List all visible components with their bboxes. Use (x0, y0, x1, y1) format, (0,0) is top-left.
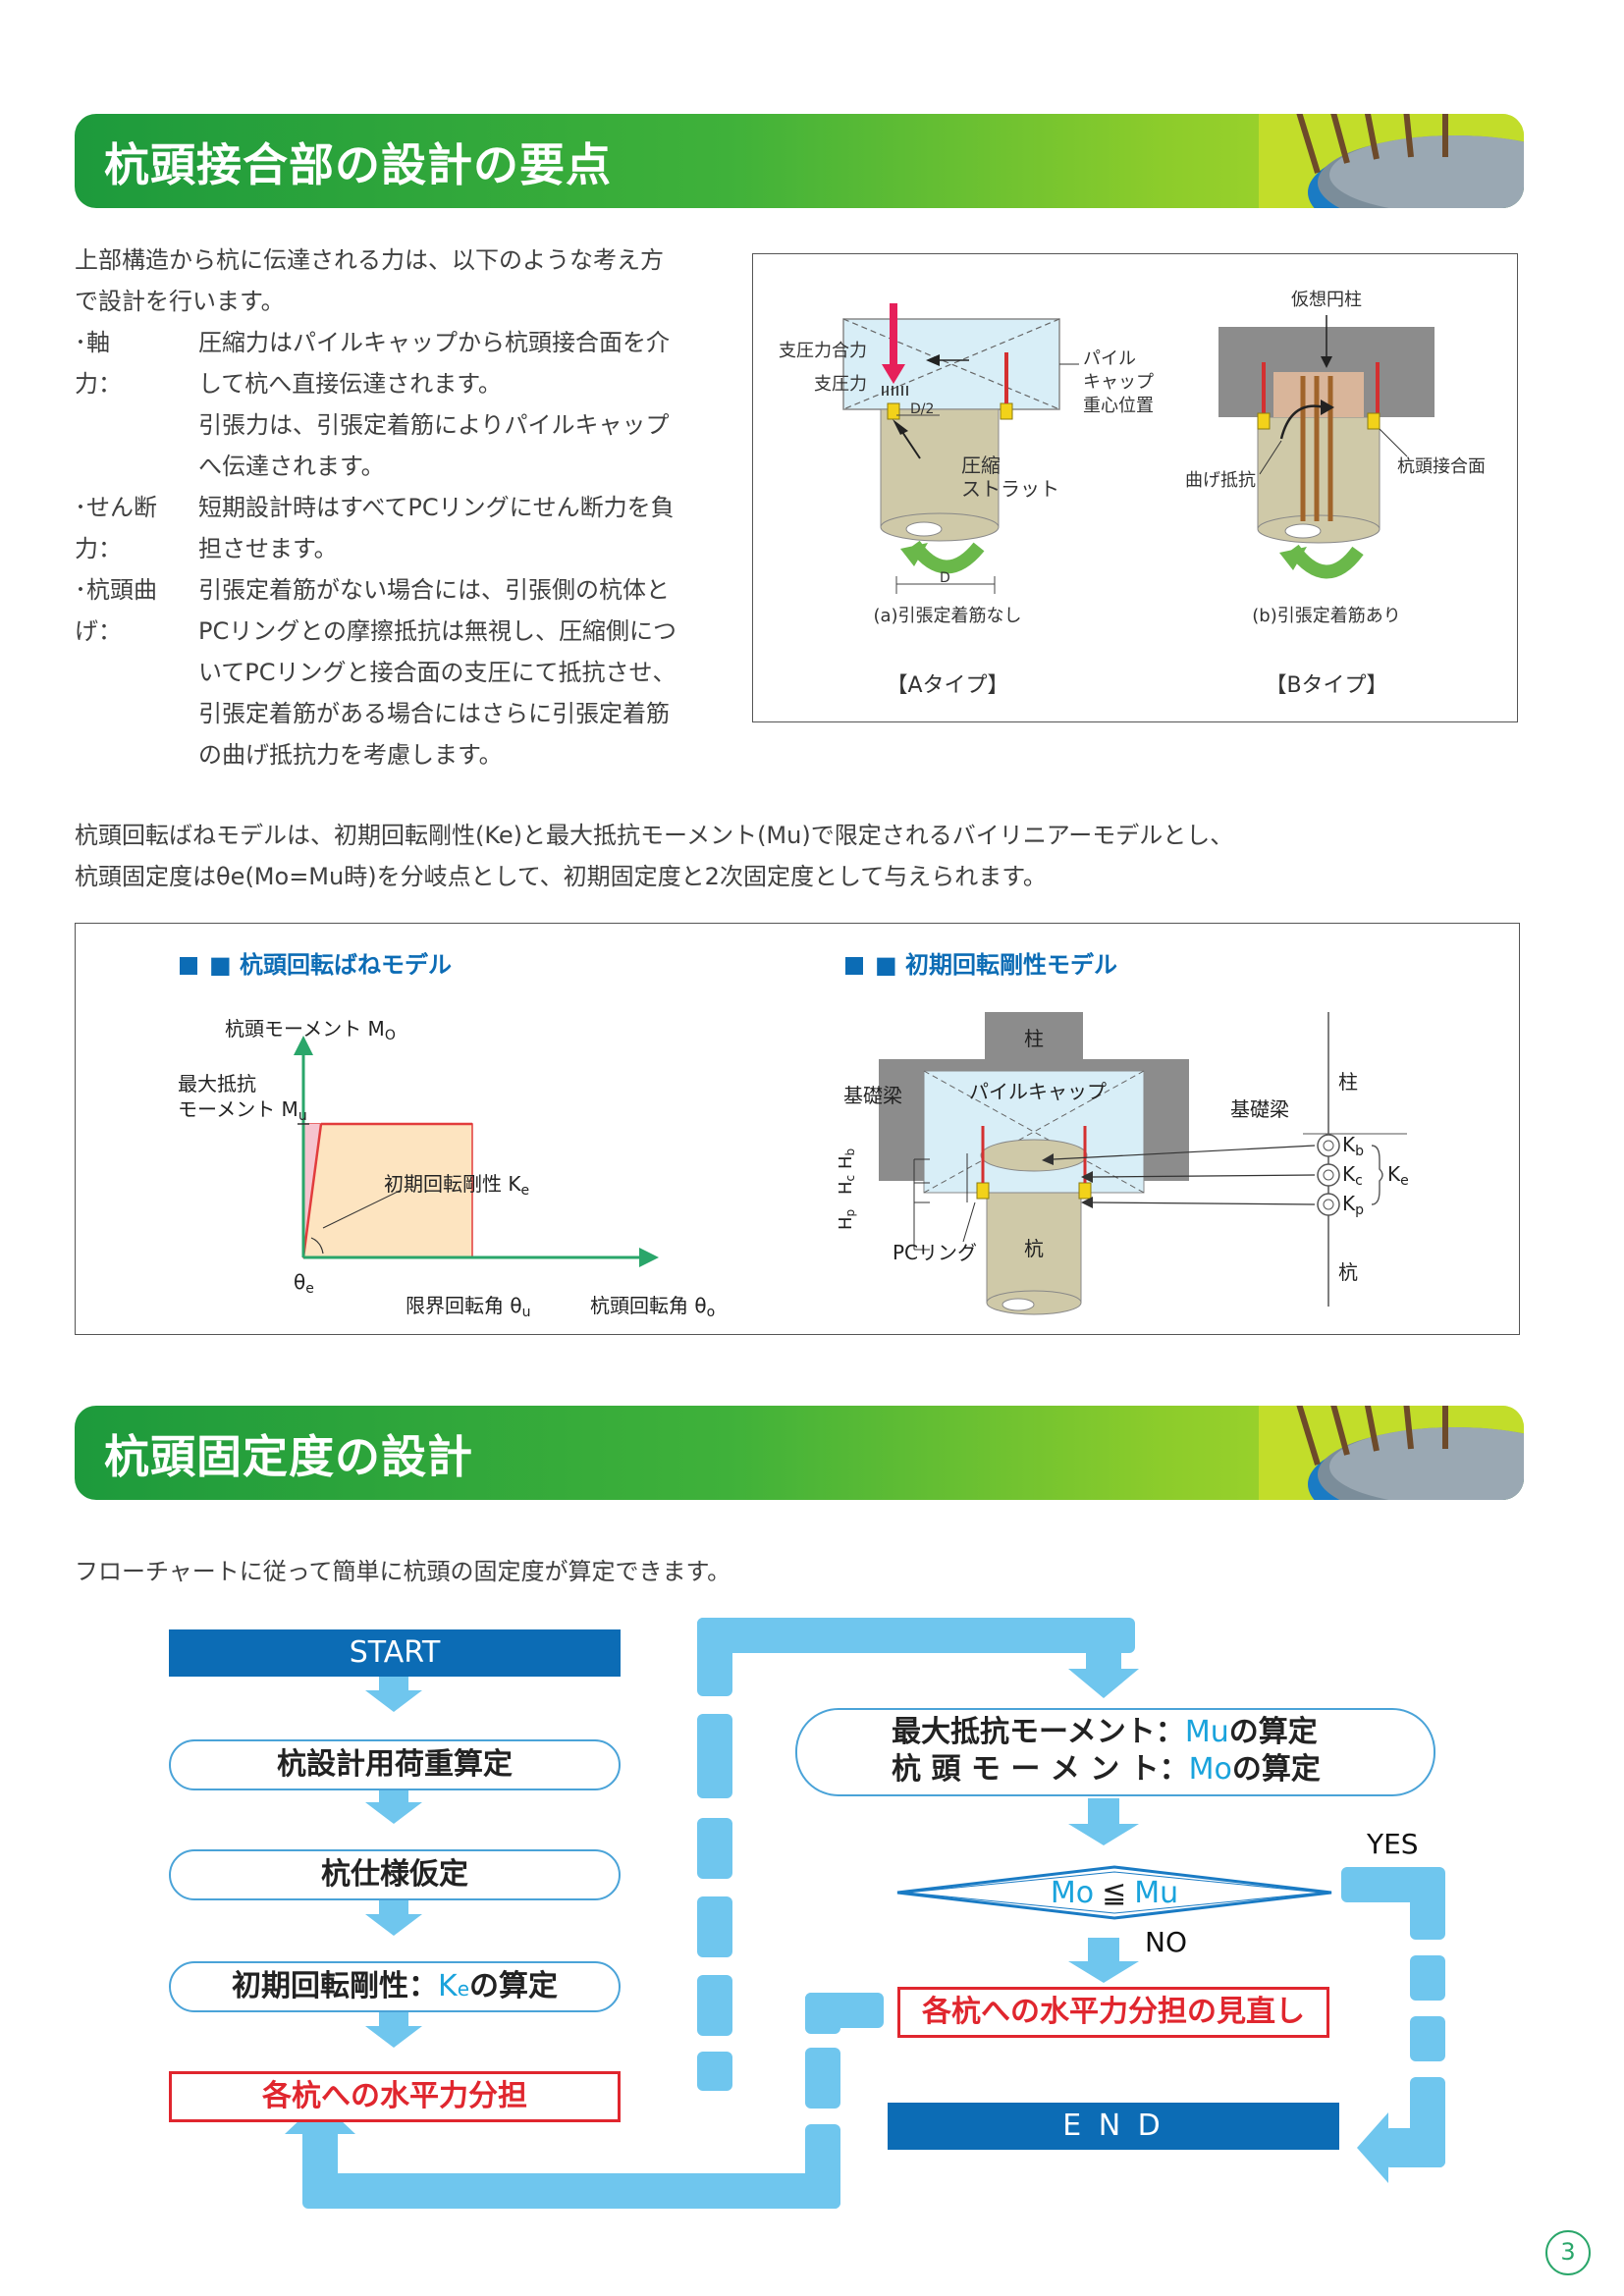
label-strut: ストラット (961, 477, 1059, 501)
y-axis-label: 杭頭モーメント M (225, 1017, 385, 1041)
svg-text:θe: θe (294, 1270, 314, 1297)
left-model-heading: ■ 杭頭回転ばねモデル (209, 951, 452, 979)
page-number: 3 (1545, 2230, 1591, 2275)
svg-text:Kc: Kc (1342, 1162, 1363, 1189)
svg-text:Kp: Kp (1342, 1192, 1364, 1218)
joint-type-diagram: 支圧力合力 支圧力 D/2 D パイル キャップ 重心位置 圧縮 ストラット (… (779, 290, 1486, 698)
column-label: 柱 (1024, 1027, 1044, 1050)
rotation-model-figure: ■ 杭頭回転ばねモデル 杭頭モーメント MO 最大抵抗 モーメント Mu 初期回… (75, 923, 1520, 1335)
label-pile: パイル (1083, 348, 1136, 369)
label-centroid: 重心位置 (1083, 396, 1154, 416)
rotation-model-description: 杭頭回転ばねモデルは、初期回転剛性(Ke)と最大抵抗モーメント(Mu)で限定され… (75, 822, 1234, 890)
decision-right: Mu (1134, 1876, 1178, 1910)
decision-left: Mo (1051, 1876, 1094, 1910)
pc-ring-label: PCリング (893, 1241, 977, 1264)
svg-text:Hb: Hb (836, 1148, 857, 1169)
step-initial-stiffness: 初期回転剛性：Keの算定 (169, 1961, 621, 2012)
max-moment-label-1: 最大抵抗 (178, 1072, 256, 1095)
list-item-bending: ･杭頭曲げ： 引張定着筋がない場合には、引張側の杭体と PCリングとの摩擦抵抗は… (75, 576, 677, 769)
label-cap: キャップ (1083, 372, 1154, 393)
section2-title: 杭頭固定度の設計 (104, 1430, 473, 1483)
label-compression: 圧縮 (961, 454, 1001, 477)
pile-head-graphic (1259, 114, 1524, 208)
max-moment-label-2: モーメント M (178, 1097, 298, 1121)
head-angle-label: 杭頭回転角 θ (590, 1294, 707, 1317)
beam-right-label: 基礎梁 (1230, 1097, 1289, 1121)
flowchart-arrows (285, 1618, 1445, 2209)
svg-text:杭頭モーメント MO: 杭頭モーメント MO (225, 1017, 396, 1043)
svg-text:初期回転剛性 Ke: 初期回転剛性 Ke (384, 1172, 529, 1199)
joint-type-figure: 支圧力合力 支圧力 D/2 D パイル キャップ 重心位置 圧縮 ストラット (… (752, 253, 1518, 722)
step-revise-share: 各杭への水平力分担の見直し (897, 1987, 1329, 2038)
caption-type-b: (b)引張定着筋あり (1252, 606, 1400, 626)
svg-text:Hc: Hc (836, 1175, 857, 1195)
pile-cap-label: パイルキャップ (969, 1080, 1107, 1103)
step-load-calculation: 杭設計用荷重算定 (169, 1739, 621, 1790)
label-joint-surface: 杭頭接合面 (1397, 456, 1486, 477)
decision-diamond: Mo≦Mu (896, 1865, 1332, 1920)
hc-label: H (836, 1181, 856, 1195)
list-item-axial: ･軸 力： 圧縮力はパイルキャップから杭頭接合面を介 して杭へ直接伝達されます。… (75, 329, 670, 480)
section1-intro: 上部構造から杭に伝達される力は、以下のような考え方 で設計を行います。 (75, 246, 664, 315)
yes-label: YES (1367, 1828, 1419, 1860)
section2-header: 杭頭固定度の設計 (75, 1406, 1524, 1500)
label-d-half: D/2 (910, 401, 934, 417)
side-pile-label: 杭 (1338, 1260, 1358, 1284)
step-pile-spec: 杭仕様仮定 (169, 1849, 621, 1900)
svg-text:Ke: Ke (1387, 1162, 1409, 1189)
label-bearing-force: 支圧力 (814, 374, 867, 395)
label-virtual-column: 仮想円柱 (1291, 290, 1362, 310)
right-model-heading: ■ 初期回転剛性モデル (875, 951, 1117, 979)
no-label: NO (1145, 1926, 1187, 1958)
side-column-label: 柱 (1338, 1070, 1358, 1094)
label-bearing-resultant: 支圧力合力 (779, 341, 867, 361)
svg-text:Kb: Kb (1342, 1133, 1364, 1159)
section2-intro: フローチャートに従って簡単に杭頭の固定度が算定できます。 (75, 1558, 731, 1585)
kb-label: K (1342, 1133, 1356, 1156)
hp-label: H (836, 1216, 856, 1230)
svg-text:Mo≦Mu: Mo≦Mu (1051, 1876, 1178, 1910)
type-a-label: 【Aタイプ】 (886, 673, 1008, 698)
theta-e-label: θ (294, 1270, 305, 1294)
beam-left-label: 基礎梁 (843, 1084, 902, 1107)
design-points-list: ･軸 力： 圧縮力はパイルキャップから杭頭接合面を介 して杭へ直接伝達されます。… (75, 322, 742, 775)
caption-type-a: (a)引張定着筋なし (873, 606, 1021, 626)
label-bending-resistance: 曲げ抵抗 (1185, 470, 1256, 491)
limit-angle-label: 限界回転角 θ (406, 1294, 522, 1317)
svg-text:杭頭回転角 θo: 杭頭回転角 θo (590, 1294, 715, 1320)
kc-label: K (1342, 1162, 1356, 1186)
type-b-label: 【Bタイプ】 (1265, 673, 1387, 698)
svg-text:モーメント Mu: モーメント Mu (178, 1097, 307, 1124)
section1-title: 杭頭接合部の設計の要点 (104, 138, 612, 191)
end-node: E N D (888, 2103, 1339, 2150)
hb-label: H (836, 1155, 856, 1169)
ke-label: K (1387, 1162, 1401, 1186)
stiffness-label: 初期回転剛性 K (384, 1172, 521, 1196)
start-node: START (169, 1629, 621, 1677)
decision-operator: ≦ (1102, 1876, 1126, 1910)
section1-header: 杭頭接合部の設計の要点 (75, 114, 1524, 208)
pile-label: 杭 (1024, 1237, 1044, 1260)
label-d: D (940, 570, 950, 586)
svg-text:Hp: Hp (836, 1209, 857, 1230)
kp-label: K (1342, 1192, 1356, 1215)
list-item-shear: ･せん断力： 短期設計時はすべてPCリングにせん断力を負 担させます。 (75, 494, 675, 562)
step-moment-calculation: 最大抵抗モーメント：Muの算定 杭 頭 モ ー メ ン ト：Moの算定 (795, 1708, 1435, 1796)
rotation-model-diagram: ■ 杭頭回転ばねモデル 杭頭モーメント MO 最大抵抗 モーメント Mu 初期回… (178, 951, 1409, 1320)
step-horizontal-share: 各杭への水平力分担 (169, 2071, 621, 2122)
svg-text:限界回転角 θu: 限界回転角 θu (406, 1294, 530, 1320)
pile-head-graphic (1259, 1406, 1524, 1500)
